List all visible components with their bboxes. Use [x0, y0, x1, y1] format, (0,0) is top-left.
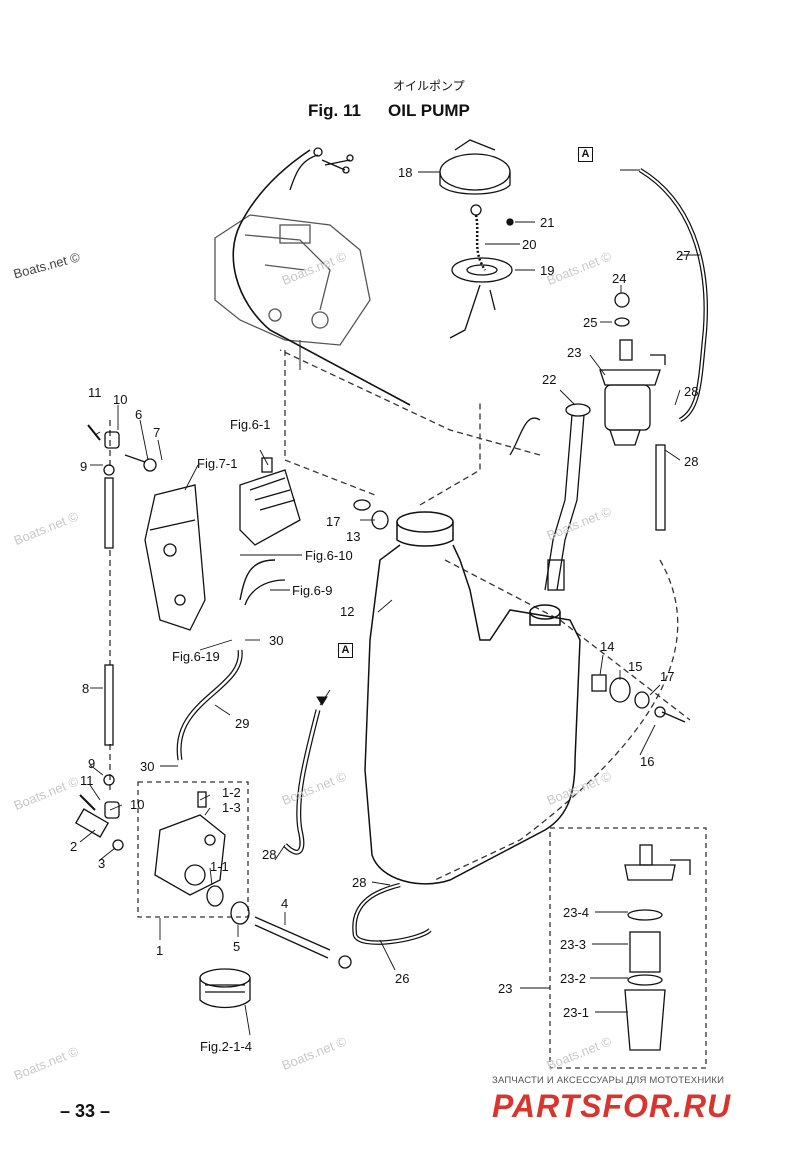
callout-20: 20	[522, 237, 537, 252]
callout-14: 14	[600, 639, 615, 654]
oil-pump-1	[154, 791, 226, 896]
bracket-ref	[144, 484, 206, 631]
hose-26	[352, 882, 432, 945]
callout-8: 8	[82, 681, 90, 696]
callout-21: 21	[540, 215, 555, 230]
brand-logo: PARTSFOR.RU	[492, 1088, 732, 1124]
callout-25: 25	[583, 315, 598, 330]
driven-gear-ref	[199, 968, 251, 1009]
callout-17: 17	[660, 669, 675, 684]
callout-30: 30	[269, 633, 284, 648]
bushing-5	[230, 901, 250, 925]
hose-6-10	[239, 559, 276, 601]
callout-10: 10	[113, 392, 128, 407]
callout-24: 24	[612, 271, 627, 286]
linkage-bottom	[74, 794, 124, 851]
chain-20	[474, 214, 487, 271]
callout-12: 12	[340, 604, 355, 619]
sight-tube-22	[509, 403, 591, 591]
callout-11: 11	[80, 773, 94, 788]
callout-23-3: 23-3	[560, 937, 587, 952]
callout-6: 6	[135, 407, 143, 422]
dashed-leaders	[109, 349, 691, 881]
header-jp-title: オイルポンプ	[393, 79, 465, 93]
fuel-pump-ref	[239, 457, 301, 546]
oil-tank-12	[364, 511, 581, 885]
callout-5: 5	[233, 939, 241, 954]
callout-9: 9	[80, 459, 88, 474]
marker-a-mid: A	[338, 643, 353, 658]
callout-15: 15	[628, 659, 643, 674]
callout-26: 26	[395, 971, 410, 986]
callout-13: 13	[346, 529, 361, 544]
rod-8-bottom	[104, 664, 114, 746]
filter-detail	[624, 844, 691, 1051]
leader-lines	[79, 169, 700, 1036]
callout-27: 27	[676, 248, 691, 263]
callout-1-3: 1-3	[222, 800, 241, 815]
tank-cap-18	[439, 139, 511, 216]
figure-number: Fig. 11	[308, 101, 361, 120]
callout-23: 23	[498, 981, 513, 996]
rod-8-top	[104, 477, 114, 549]
wire-harness	[232, 147, 411, 406]
callout-23-4: 23-4	[563, 905, 590, 920]
callout-28: 28	[352, 875, 367, 890]
callout-30: 30	[140, 759, 155, 774]
callout-3: 3	[98, 856, 106, 871]
callout-9: 9	[88, 756, 96, 771]
callout-23-2: 23-2	[560, 971, 587, 986]
washer-17a	[353, 499, 371, 511]
ref-fig-6-10: Fig.6-10	[305, 548, 353, 563]
callout-28: 28	[262, 847, 277, 862]
callout-1-2: 1-2	[222, 785, 241, 800]
callout-23-1: 23-1	[563, 1005, 590, 1020]
callout-23: 23	[567, 345, 582, 360]
shaft-4	[254, 916, 331, 959]
callout-28: 28	[684, 384, 699, 399]
callout-4: 4	[281, 896, 289, 911]
engine-outline	[214, 214, 371, 370]
callout-11: 11	[88, 385, 102, 400]
ref-fig-6-19: Fig.6-19	[172, 649, 220, 664]
hose-27	[638, 168, 708, 423]
o-ring-1-1	[206, 885, 224, 907]
marker-a-top: A	[578, 147, 593, 162]
pump-assembly-box	[137, 781, 249, 918]
callout-28: 28	[684, 454, 699, 469]
callout-7: 7	[153, 425, 161, 440]
callout-17: 17	[326, 514, 341, 529]
callout-19: 19	[540, 263, 555, 278]
figure-title: OIL PUMP	[388, 101, 470, 120]
ref-fig-2-1-4: Fig.2-1-4	[200, 1039, 253, 1054]
linkage-top	[87, 424, 157, 472]
callout-18: 18	[398, 165, 413, 180]
callout-22: 22	[542, 372, 557, 387]
gasket-19	[449, 257, 513, 339]
callout-29: 29	[235, 716, 250, 731]
callout-2: 2	[70, 839, 78, 854]
hose-29	[176, 649, 243, 761]
page-number: – 33 –	[60, 1101, 111, 1121]
callout-1: 1	[156, 943, 164, 958]
ref-fig-6-9: Fig.6-9	[292, 583, 333, 598]
ref-fig-7-1: Fig.7-1	[197, 456, 238, 471]
callout-10: 10	[130, 797, 145, 812]
hose-right	[655, 444, 666, 531]
filter-23	[599, 292, 666, 446]
callout-16: 16	[640, 754, 655, 769]
shop-tagline: ЗАПЧАСТИ И АКСЕССУАРЫ ДЛЯ МОТОТЕХНИКИ	[492, 1075, 725, 1086]
callout-1-1: 1-1	[210, 859, 229, 874]
ref-fig-6-1: Fig.6-1	[230, 417, 271, 432]
